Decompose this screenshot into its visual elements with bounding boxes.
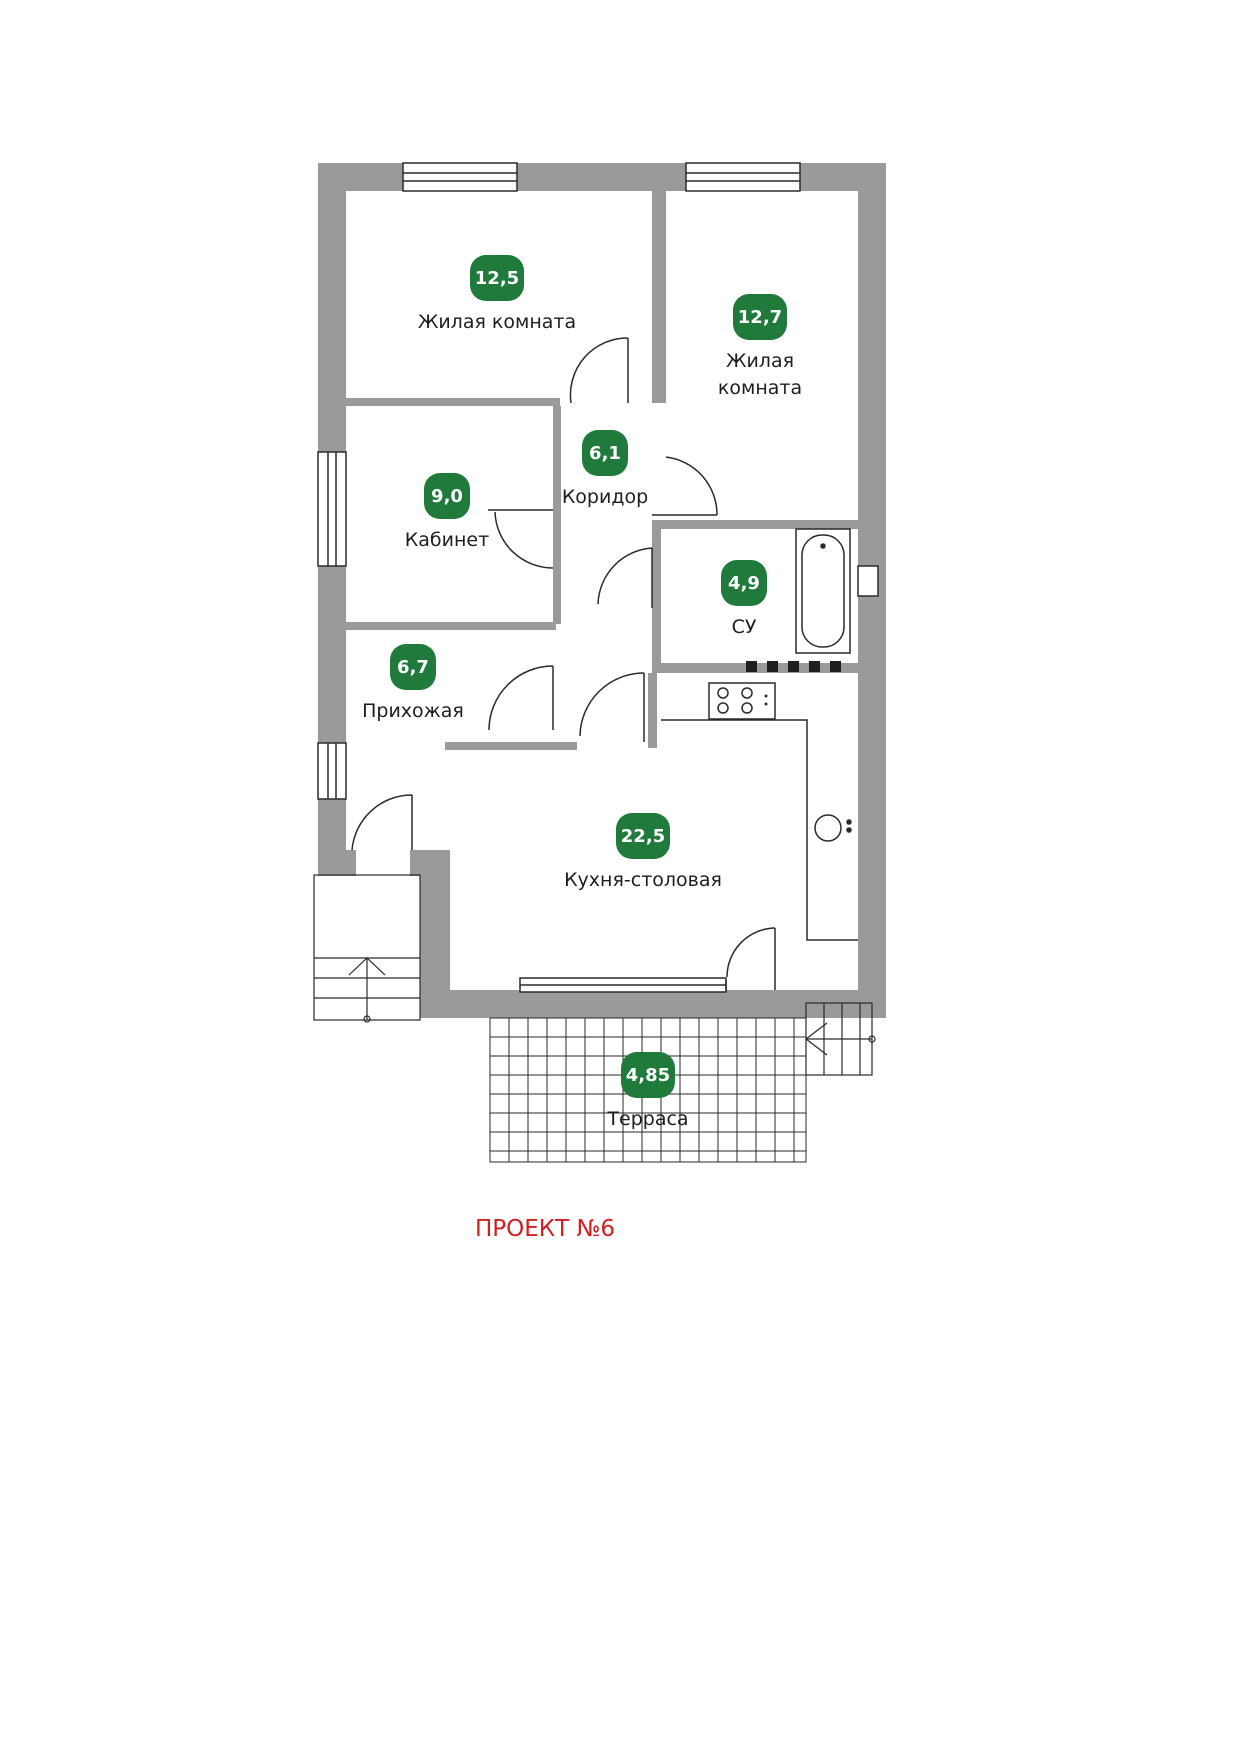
area-value: 4,9 [728,573,760,594]
area-value: 22,5 [621,826,665,847]
tile-strip [746,661,841,672]
area-value: 9,0 [431,486,463,507]
project-title: ПРОЕКТ №6 [475,1216,615,1242]
room-name: комната [718,377,802,399]
bathtub-icon [795,528,851,654]
kitchen-counter [661,719,858,941]
area-badge [582,430,628,476]
area-badge [721,560,767,606]
entrance-porch [313,874,421,1023]
terrace-deck-grid [489,1017,807,1163]
terrace-outline [489,1017,807,1163]
area-badge [390,644,436,690]
room-name: Кухня-столовая [564,869,722,891]
room-bathroom: 4,9СУ [721,560,767,638]
area-value: 6,1 [589,443,621,464]
room-name: Кабинет [405,529,489,551]
doors [351,337,776,990]
room-name: Жилая [726,350,794,372]
area-badge [616,813,670,859]
room-name: СУ [732,616,757,638]
room-name: Коридор [562,486,648,508]
room-name: Прихожая [362,700,464,722]
area-badge [424,473,470,519]
area-value: 6,7 [397,657,429,678]
room-name: Терраса [606,1108,688,1130]
room-name: Жилая комната [418,311,576,333]
area-value: 12,7 [738,307,782,328]
area-value: 4,85 [626,1065,670,1086]
area-badge [470,255,524,301]
area-badge [621,1052,675,1098]
area-value: 12,5 [475,268,519,289]
stove-icon [708,682,776,720]
windows [317,162,879,993]
area-badge [733,294,787,340]
